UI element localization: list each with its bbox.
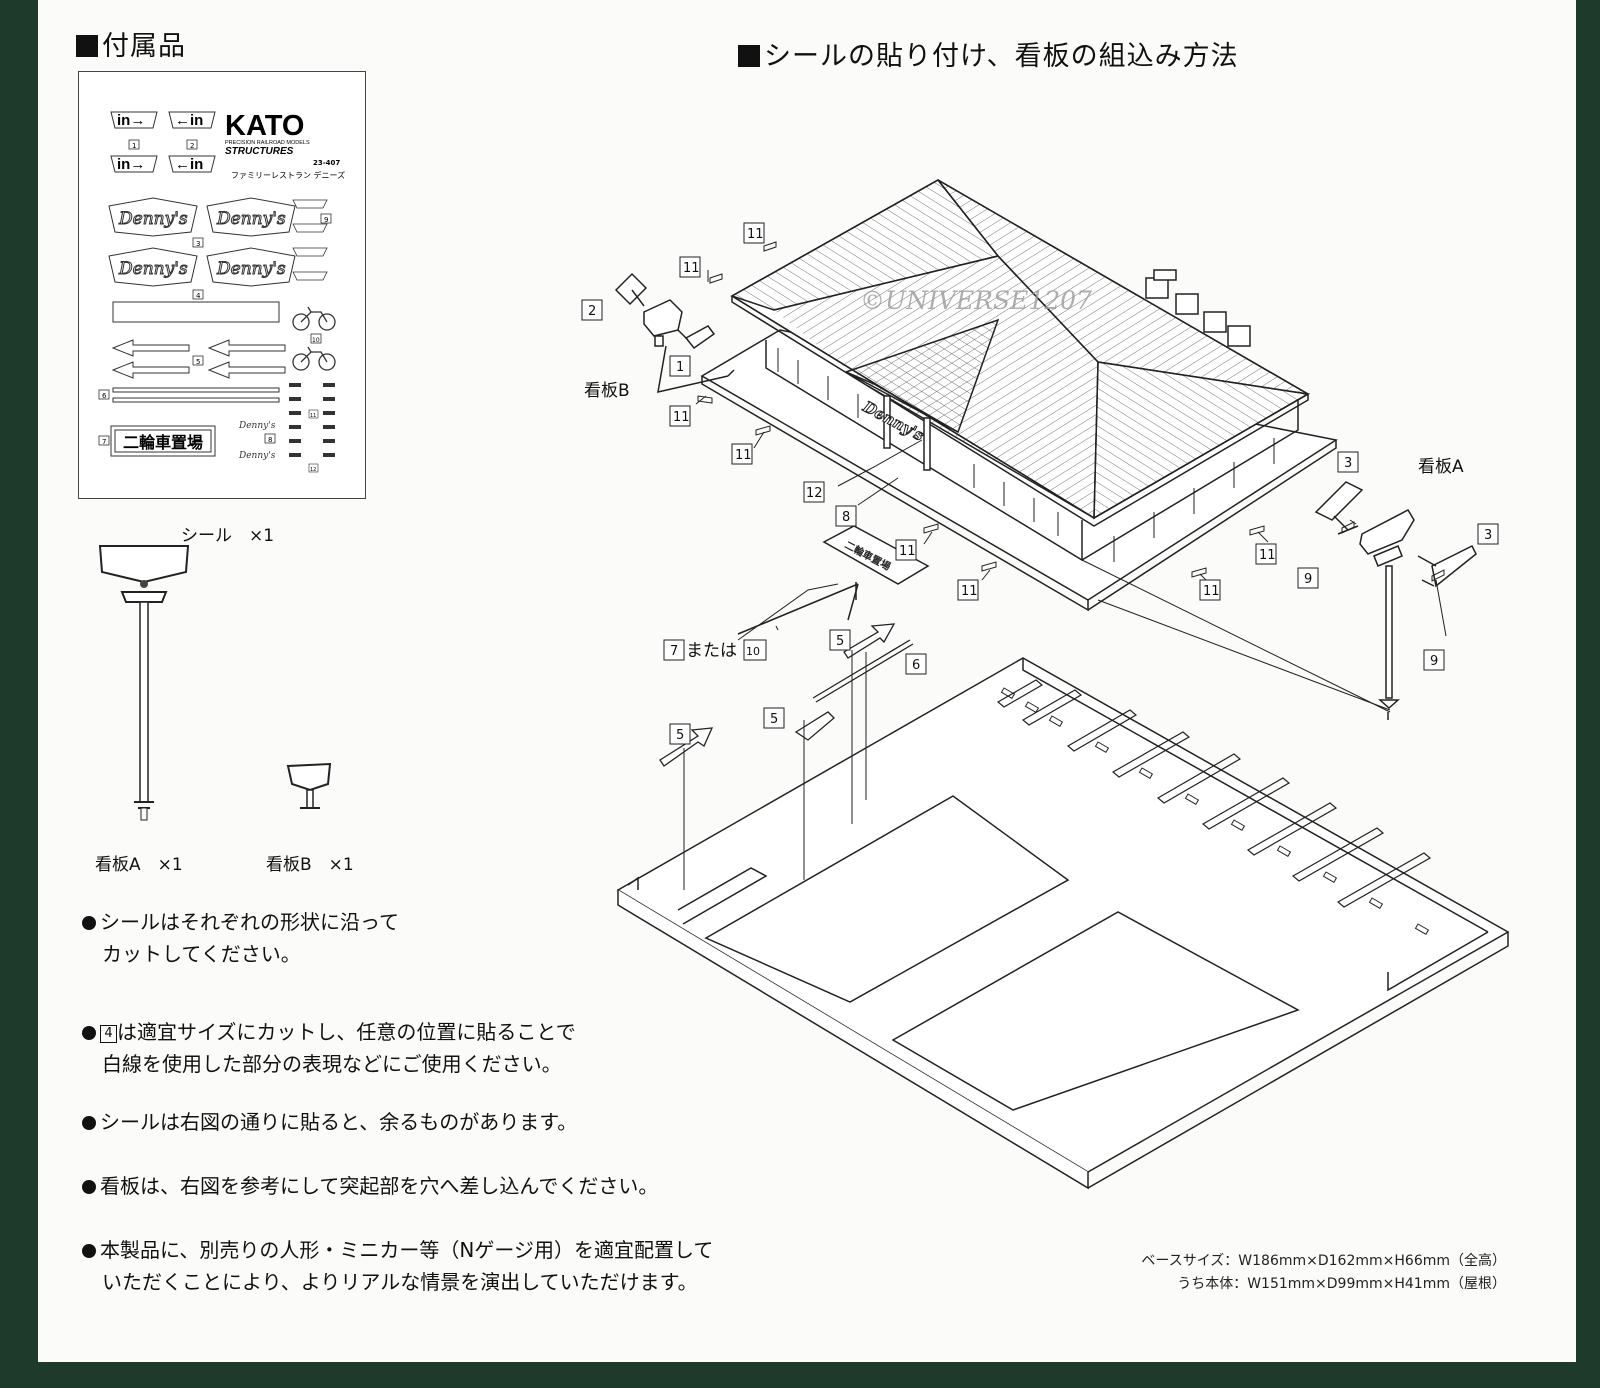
kato-logo: KATO [225,110,304,142]
svg-text:6: 6 [912,658,920,673]
note-4: 看板は、右図を参考にして突起部を穴へ差し込んでください。 [82,1170,658,1202]
square-bullet-icon [738,45,760,67]
bullet-icon [82,1116,96,1130]
svg-text:11: 11 [310,413,316,419]
bullet-icon [82,1244,96,1258]
sign-a-label: 看板A [1418,457,1464,477]
instructions-header: シールの貼り付け、看板の組込み方法 [738,34,1239,73]
svg-text:23-407: 23-407 [313,159,340,167]
svg-text:7: 7 [670,644,678,659]
svg-text:ファミリーレストラン デニーズ: ファミリーレストラン デニーズ [231,170,345,180]
svg-text:8: 8 [842,510,850,525]
svg-text:10: 10 [746,645,760,658]
callout-11: 11 11 11 11 11 11 11 11 [669,222,1277,601]
base-dimensions: ベースサイズ：W186mm×D162mm×H66mm（全高） [1141,1253,1506,1269]
svg-text:in→: in→ [117,112,145,129]
sign-a-drawing [98,545,190,821]
sign-a-head [1359,509,1415,555]
svg-text:12: 12 [806,486,823,501]
seal-count-caption: シール ×1 [181,526,275,546]
svg-text:Denny's: Denny's [216,259,286,279]
svg-text:9: 9 [324,216,328,224]
svg-text:4: 4 [196,292,201,300]
sticker-sheet: in→ ←in in→ ←in 1 2 KATO PRECISION RAILR… [78,71,366,499]
svg-text:Denny's: Denny's [238,451,276,461]
svg-text:11: 11 [673,410,690,425]
base-plate [616,657,1510,1190]
svg-text:Denny's: Denny's [238,421,276,431]
svg-text:5: 5 [770,712,778,727]
sign-b-label: 看板B [584,381,630,401]
svg-text:または: または [686,641,737,661]
in-sign-sticker: in→ ←in in→ ←in [110,111,216,173]
sign-b-drawing [286,762,332,809]
square-bullet-icon [76,35,98,57]
watermark: ©UNIVERSE1207 [860,286,1092,315]
body-dimensions: うち本体：W151mm×D99mm×H41mm（屋根） [1177,1276,1506,1292]
svg-text:2: 2 [190,142,194,150]
svg-text:PRECISION RAILROAD MODELS: PRECISION RAILROAD MODELS [225,140,310,146]
accessories-header: 付属品 [76,24,186,63]
bullet-icon [82,1180,96,1194]
svg-text:←in: ←in [175,112,203,129]
svg-text:STRUCTURES: STRUCTURES [225,146,294,157]
sign-a-count-caption: 看板A ×1 [95,855,183,875]
instruction-sheet: 付属品 シールの貼り付け、看板の組込み方法 in→ ←in in→ ←in 1 … [38,0,1576,1362]
svg-text:3: 3 [196,240,200,248]
bullet-icon [82,916,96,930]
svg-text:二輪車置場: 二輪車置場 [123,433,203,452]
svg-text:2: 2 [588,304,596,319]
note-1: シールはそれぞれの形状に沿って カットしてください。 [82,906,399,970]
sign-b-count-caption: 看板B ×1 [266,855,354,875]
svg-text:←in: ←in [175,156,203,173]
note-5: 本製品に、別売りの人形・ミニカー等（Nゲージ用）を適宜配置して いただくことによ… [82,1234,713,1298]
svg-text:5: 5 [676,728,684,743]
svg-text:1: 1 [132,142,136,150]
bullet-icon [82,1026,96,1040]
svg-text:12: 12 [310,467,316,473]
svg-text:3: 3 [1484,528,1492,543]
svg-text:6: 6 [102,392,107,400]
sticker-sheet-drawing: in→ ←in in→ ←in 1 2 KATO PRECISION RAILR… [98,110,345,473]
svg-text:11: 11 [899,544,916,559]
svg-text:5: 5 [836,634,844,649]
svg-text:5: 5 [196,358,200,366]
svg-text:1: 1 [676,360,684,375]
svg-text:11: 11 [735,448,752,463]
small-stickers-grid [289,383,335,457]
svg-text:3: 3 [1344,456,1352,471]
svg-text:10: 10 [312,337,320,344]
svg-text:11: 11 [1259,548,1276,563]
dennys-sticker [108,197,296,287]
building [700,179,1338,612]
note-3: シールは右図の通りに貼ると、余るものがあります。 [82,1106,577,1138]
svg-text:9: 9 [1304,572,1312,587]
svg-text:11: 11 [683,261,700,276]
svg-text:9: 9 [1430,654,1438,669]
svg-text:Denny's: Denny's [118,259,188,279]
svg-text:7: 7 [102,438,106,446]
arrow-stickers [111,339,286,379]
svg-text:Denny's: Denny's [118,209,188,229]
svg-text:11: 11 [961,584,978,599]
bicycle-sticker [292,306,336,371]
sign-b-head [643,299,683,337]
exploded-diagram: Denny's 二輪車置場 [581,179,1510,1190]
svg-text:11: 11 [747,227,764,242]
svg-text:in→: in→ [117,156,145,173]
svg-text:8: 8 [268,436,272,444]
svg-text:11: 11 [1203,584,1220,599]
svg-text:Denny's: Denny's [216,209,286,229]
small-sign-stickers [292,199,328,281]
